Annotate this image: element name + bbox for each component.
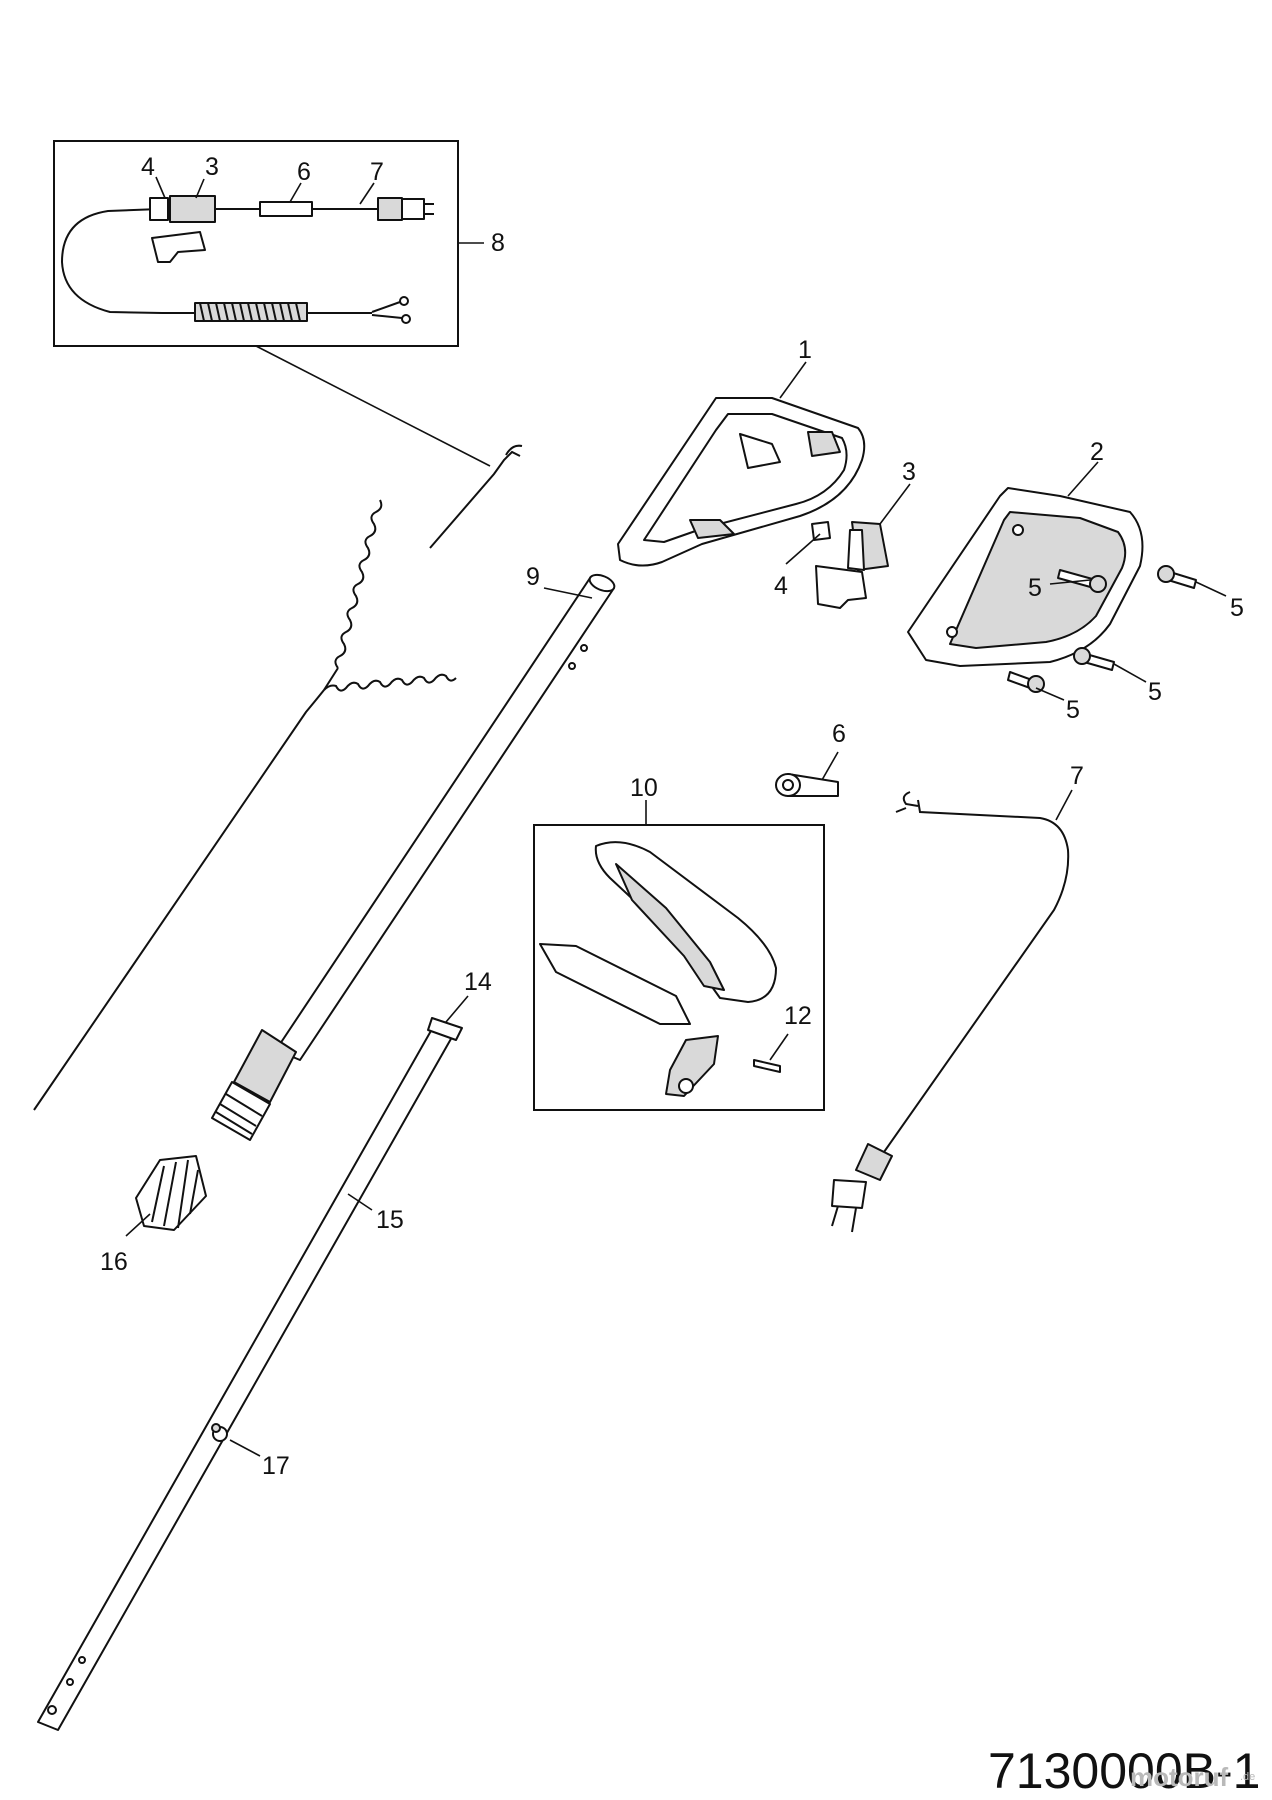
switch-3-face <box>847 529 865 571</box>
inset-trigger <box>151 231 206 263</box>
callout-7: 7 <box>1070 762 1084 790</box>
screw-17-washer <box>211 1423 221 1433</box>
screw-17 <box>211 1423 228 1442</box>
sleeve-6 <box>775 773 839 797</box>
inset-handle-frame <box>533 824 825 1111</box>
callout-3: 3 <box>902 458 916 486</box>
handle-10-lever <box>665 1035 719 1097</box>
inset-terminal-2 <box>401 314 411 324</box>
callout-5a: 5 <box>1028 574 1042 602</box>
inset-plug-body <box>377 197 403 221</box>
housing-1-boss <box>689 519 735 539</box>
handle-10-ring <box>594 841 777 1003</box>
pin-12 <box>753 1059 781 1073</box>
inset-aux-handle <box>533 824 825 1111</box>
callout-5c: 5 <box>1148 678 1162 706</box>
housing-2-grip <box>949 511 1127 649</box>
inset-callout-3: 3 <box>205 153 219 181</box>
inset-callout-8: 8 <box>491 229 505 257</box>
callout-4: 4 <box>774 572 788 600</box>
housing-2-hole-1 <box>1012 524 1024 536</box>
tube-15-cap <box>427 1017 463 1041</box>
tube-15-hole-1 <box>78 1656 86 1664</box>
housing-2-hole-2 <box>946 626 958 638</box>
callout-15: 15 <box>376 1206 404 1234</box>
callout-5d: 5 <box>1066 696 1080 724</box>
tube-15-hole-2 <box>66 1678 74 1686</box>
screw-5d <box>1007 671 1045 693</box>
callout-12: 12 <box>784 1002 812 1030</box>
nut-16 <box>135 1155 207 1231</box>
housing-1-rib <box>739 433 781 469</box>
callout-2: 2 <box>1090 438 1104 466</box>
trigger <box>815 565 867 609</box>
screw-5b <box>1157 565 1197 589</box>
tube-9-top <box>588 573 616 593</box>
screws-5 <box>1007 565 1197 693</box>
lower-tube-15 <box>37 1017 463 1731</box>
inset-sleeve <box>259 201 313 217</box>
inset-callout-4: 4 <box>141 153 155 181</box>
housing-1-clip <box>807 431 841 457</box>
coiled-wire <box>33 444 523 1111</box>
handle-10-inner <box>615 863 725 991</box>
switch-spring-4 <box>811 521 831 541</box>
callout-9: 9 <box>526 563 540 591</box>
watermark-suffix: .de <box>1240 1771 1255 1783</box>
callout-1: 1 <box>798 336 812 364</box>
callout-numbers: 1 2 3 4 5 5 5 5 6 7 9 10 12 14 15 16 17 <box>100 336 1244 1480</box>
inset-callout-7: 7 <box>370 158 384 186</box>
tube-9-hole-1 <box>580 644 588 652</box>
cable-7-plug <box>831 1179 867 1209</box>
tube-9-body <box>275 577 615 1061</box>
inset-terminal-1 <box>399 296 409 306</box>
housing-half-1 <box>617 397 866 567</box>
diagram-code: 7130000B-1 <box>988 1743 1260 1799</box>
handle-10-clamp <box>539 943 691 1025</box>
tube-9-hole-2 <box>568 662 576 670</box>
power-cable-7 <box>831 791 1070 1233</box>
upper-tube-9 <box>211 573 616 1141</box>
leader-lines <box>125 361 1227 1457</box>
inset-switch-capacitor <box>149 197 169 221</box>
inset-callout-6: 6 <box>297 158 311 186</box>
callout-17: 17 <box>262 1452 290 1480</box>
callout-16: 16 <box>100 1248 128 1276</box>
inset-switch <box>169 195 216 223</box>
screw-5c <box>1073 647 1115 671</box>
callout-10: 10 <box>630 774 658 802</box>
watermark: motoruf <box>1130 1762 1229 1792</box>
housing-half-2 <box>907 487 1144 667</box>
inset-cable-assembly: 4 3 6 7 8 <box>53 140 505 347</box>
inset-plug <box>401 198 425 220</box>
cable-7-strain-relief <box>855 1143 893 1181</box>
housing-1-interior <box>643 413 848 543</box>
callout-6: 6 <box>832 720 846 748</box>
screw-5a <box>1057 569 1107 593</box>
callout-5b: 5 <box>1230 594 1244 622</box>
callout-14: 14 <box>464 968 492 996</box>
tube-9-collar <box>233 1029 297 1103</box>
switch-3 <box>811 521 889 609</box>
tube-15-hole-3 <box>47 1705 57 1715</box>
